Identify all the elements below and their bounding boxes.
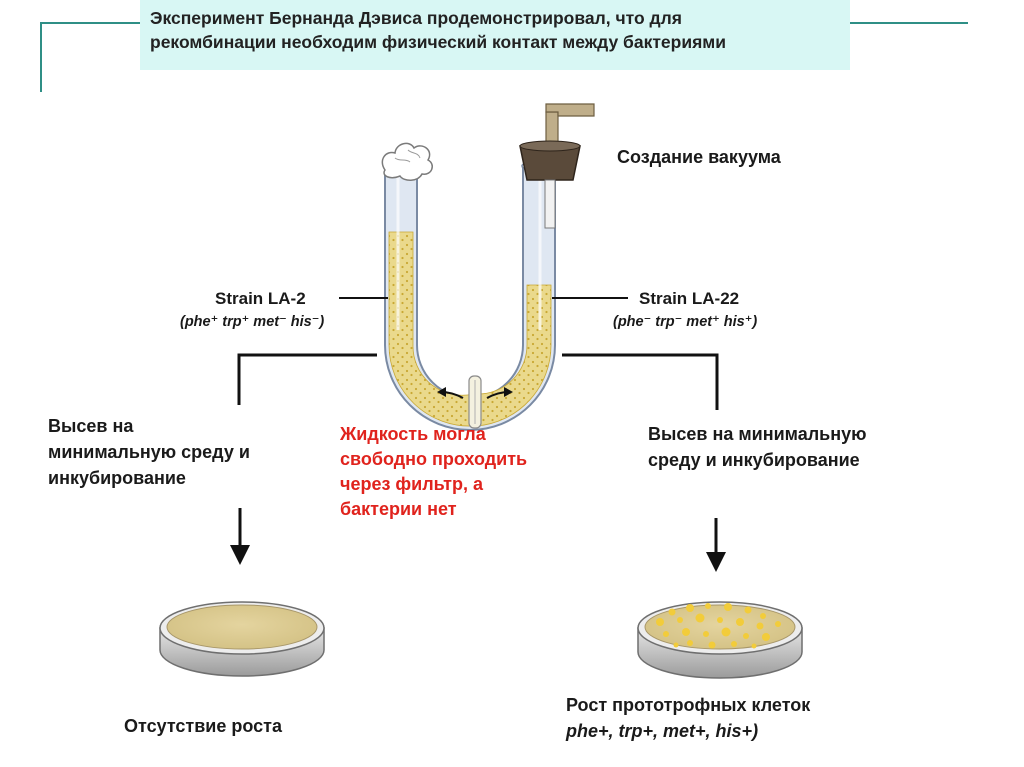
frame-line-left <box>40 22 42 92</box>
filter-icon <box>468 375 482 429</box>
strain-right-genotype: (phe⁻ trp⁻ met⁺ his⁺) <box>613 314 758 330</box>
result-left-label: Отсутствие роста <box>124 716 282 736</box>
colonies <box>656 603 781 649</box>
filter-note-line-3: через фильтр, а <box>340 474 483 494</box>
bracket-right <box>562 353 719 410</box>
plating-left-line-1: Высев на <box>48 416 134 436</box>
result-right-line-2: phe+, trp+, met+, his+) <box>566 721 759 741</box>
plating-right-line-2: среду и инкубирование <box>648 450 860 470</box>
result-right-line-1: Рост прототрофных клеток <box>566 695 811 715</box>
strain-right-name: Strain LA-22 <box>639 289 740 308</box>
filter-note-line-4: бактерии нет <box>340 499 457 519</box>
title-line-2: рекомбинации необходим физический контак… <box>150 32 727 52</box>
vacuum-label: Создание вакуума <box>617 147 781 167</box>
petri-dish-icon <box>159 601 325 677</box>
bracket-left <box>237 353 377 405</box>
filter-note-line-1: Жидкость могла <box>340 424 486 444</box>
title-line-1: Эксперимент Бернанда Дэвиса продемонстри… <box>150 8 682 28</box>
title-box: Эксперимент Бернанда Дэвиса продемонстри… <box>140 0 850 70</box>
down-arrow-icon <box>230 508 250 565</box>
filter-note-line-2: свободно проходить <box>340 449 528 469</box>
cotton-plug-icon <box>381 142 433 181</box>
plating-left-line-2: минимальную среду и <box>48 442 250 462</box>
plating-right-line-1: Высев на минимальную <box>648 424 867 444</box>
plating-left-line-3: инкубирование <box>48 468 186 488</box>
frame-line-top-right <box>850 22 968 24</box>
down-arrow-icon <box>706 518 726 572</box>
strain-left-name: Strain LA-2 <box>215 289 306 308</box>
frame-line-top-left <box>40 22 140 24</box>
strain-left-genotype: (phe⁺ trp⁺ met⁻ his⁻) <box>180 314 325 330</box>
petri-dish-icon <box>637 601 803 679</box>
stopper-icon <box>519 103 595 229</box>
